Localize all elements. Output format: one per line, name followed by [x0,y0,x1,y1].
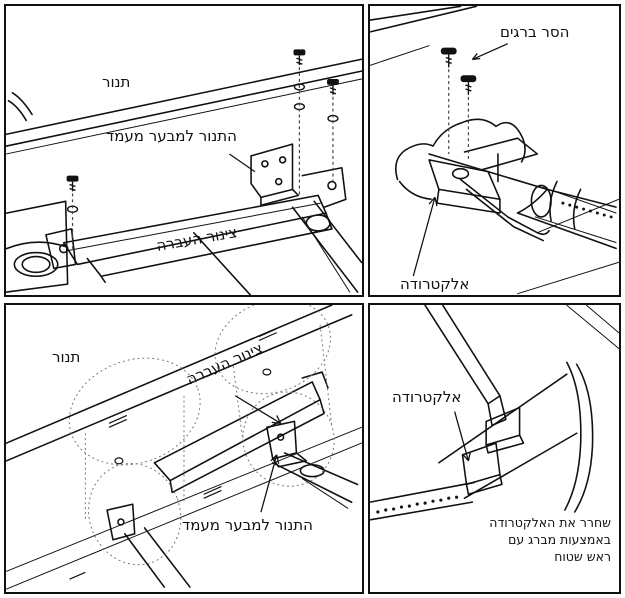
electrode-screws-illustration [370,6,619,295]
instruction-line: שחרר את האלקטרודה [489,515,611,530]
instruction-line: ראש שטוח [554,548,611,564]
remove-screws-label: הסר ברגים [500,23,570,41]
electrode-release-illustration [370,305,619,521]
instruction-line: באמצעות מברג עם [508,531,611,547]
panel-tube-installation: תנור צינור העברה התנור למבער מעמד [4,303,364,594]
electrode-label: אלקטרודה [400,275,470,293]
instruction-text: שחרר את האלקטרודה באמצעות מברג עם ראש שט… [489,515,611,566]
bracket-label: התנור למבער מעמד [182,516,313,534]
electrode-label: אלקטרודה [392,388,462,406]
oven-label: תנור [102,73,131,91]
bracket-removal-illustration [6,49,362,295]
panel-electrode-screws: הסר ברגים אלקטרודה [368,4,621,297]
panel-bracket-removal: תנור התנור למבער מעמד צינור העברה [4,4,364,297]
panel-electrode-release: אלקטרודה שחרר את האלקטרודה באמצעות מברג … [368,303,621,594]
tube-installation-illustration [6,305,362,590]
bracket-label: התנור למבער מעמד [106,127,237,145]
oven-label: תנור [52,348,81,366]
